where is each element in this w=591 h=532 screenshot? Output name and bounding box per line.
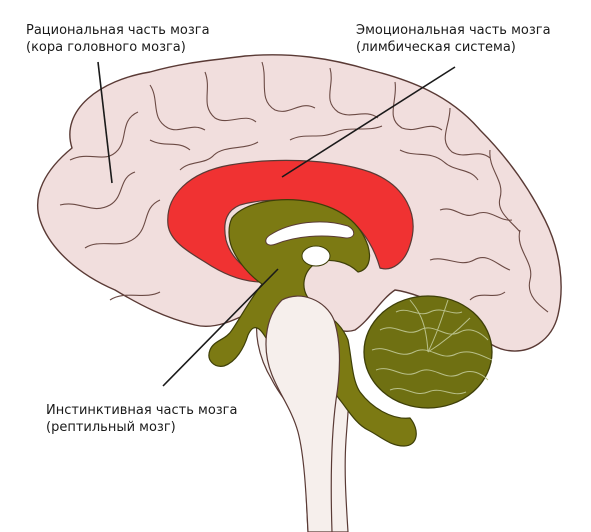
label-limbic-line2: (лимбическая система) (356, 40, 516, 55)
label-reptile: Инстинктивная часть мозга (рептильный мо… (46, 402, 237, 436)
cortex-folds (59, 61, 549, 313)
label-reptile-line1: Инстинктивная часть мозга (46, 403, 238, 418)
label-reptile-line2: (рептильный мозг) (46, 420, 176, 435)
thalamus-hole (301, 245, 331, 267)
label-cortex: Рациональная часть мозга (кора головного… (26, 22, 210, 56)
label-limbic: Эмоциональная часть мозга (лимбическая с… (356, 22, 551, 56)
cerebellum (363, 295, 493, 409)
label-limbic-line1: Эмоциональная часть мозга (356, 23, 551, 38)
brainstem (265, 295, 341, 532)
pointer-lines (97, 61, 456, 387)
pointer-cortex (97, 61, 113, 184)
pointer-limbic (281, 66, 456, 178)
label-cortex-line1: Рациональная часть мозга (26, 23, 210, 38)
corpus-callosum (265, 221, 355, 246)
label-cortex-line2: (кора головного мозга) (26, 40, 186, 55)
pointer-reptile (162, 268, 279, 387)
